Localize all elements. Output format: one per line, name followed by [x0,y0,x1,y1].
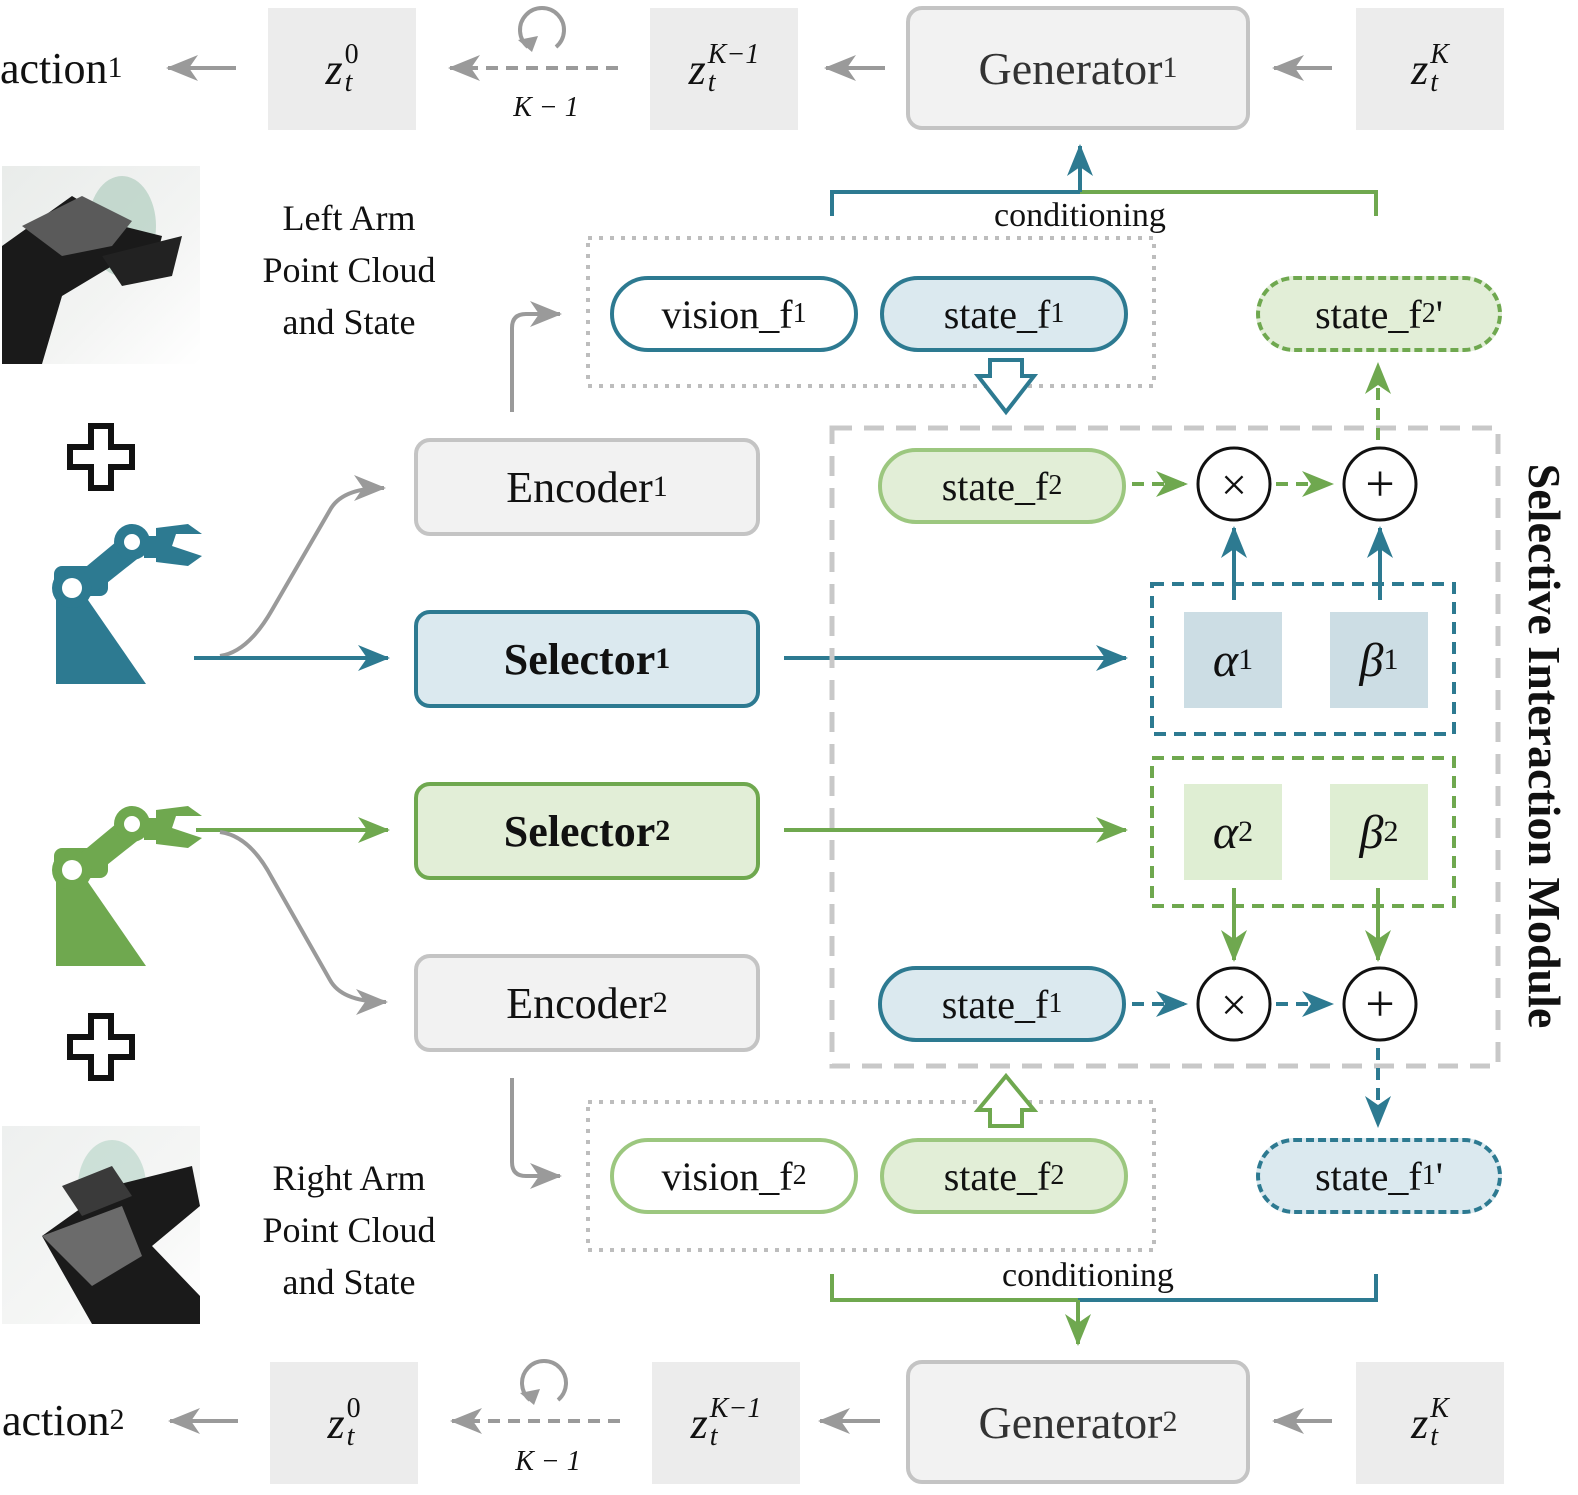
times-operator-2: × [1221,978,1247,1030]
loop-icon-top [518,6,566,52]
left-arm-label-line-2: Point Cloud [262,250,436,290]
hollow-arrow-up [973,1072,1039,1128]
robot-arm-icon [52,524,202,684]
coeff-group-green-outline [1150,756,1456,908]
arrow-robot2-to-encoder2 [219,830,388,1015]
arrow-robot1-to-encoder1 [219,475,386,658]
left-arm-label-line-3: and State [282,302,416,342]
conditioning-bracket-bottom-teal [1078,1274,1378,1302]
plus-operator-1: + [1365,455,1395,513]
conditioning-label-bottom: conditioning [968,1256,1208,1296]
right-arm-label-line-2: Point Cloud [262,1210,436,1250]
conditioning-bracket-top-teal [830,190,1080,216]
robot-arm-icon [52,806,202,966]
point-cloud-image-left [2,166,200,364]
selective-interaction-module-outline [829,425,1501,1069]
plus-icon [67,423,135,491]
times-operator-1: × [1221,458,1247,510]
coeff-group-teal-outline [1150,582,1456,736]
point-cloud-image-right [2,1126,200,1324]
loop-label-top: K − 1 [513,92,579,123]
plus-operator-2: + [1365,975,1395,1033]
loop-icon-bottom [520,1359,568,1405]
plus-icon [67,1013,135,1081]
times-circle-2 [1196,966,1272,1042]
arrow-encoder1-to-features [510,301,562,412]
right-arm-label: Right Arm Point Cloud and State [236,1152,462,1308]
plus-circle-2 [1342,966,1418,1042]
times-circle-1 [1196,446,1272,522]
right-arm-label-line-3: and State [282,1262,416,1302]
left-arm-label: Left Arm Point Cloud and State [236,192,462,348]
module-title: Selective Interaction Module [1519,463,1571,1029]
arrow-encoder2-to-features [510,1078,562,1189]
loop-label-bottom: K − 1 [515,1446,581,1477]
plus-circle-1 [1342,446,1418,522]
conditioning-bracket-top-green [1080,190,1378,216]
conditioning-label-top: conditioning [960,196,1200,236]
conditioning-bracket-bottom-green [830,1274,1078,1302]
right-arm-label-line-1: Right Arm [272,1158,426,1198]
left-arm-label-line-1: Left Arm [282,198,416,238]
bottom-feature-group-outline [586,1100,1156,1252]
top-feature-group-outline [586,236,1156,388]
hollow-arrow-down [973,358,1039,416]
